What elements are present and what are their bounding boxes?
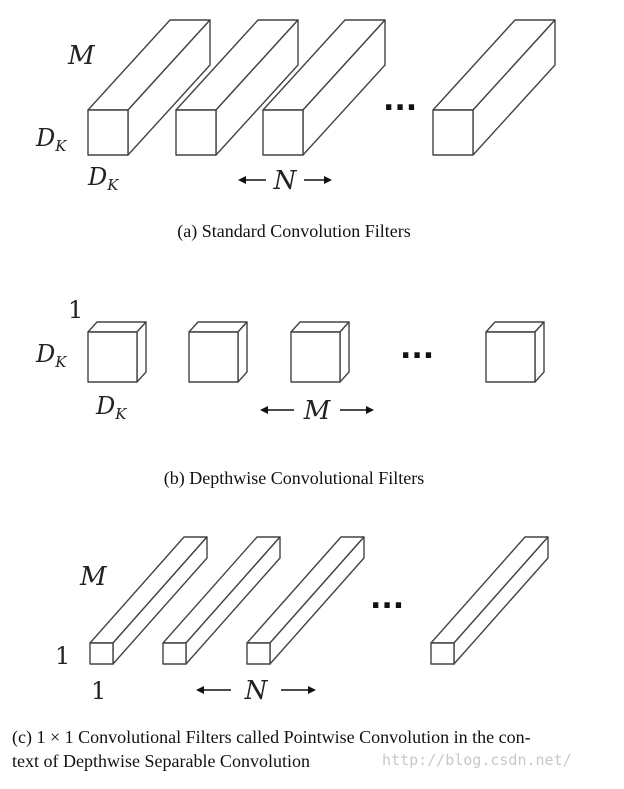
watermark: http://blog.csdn.net/ xyxy=(382,751,572,769)
depth-label: 1 xyxy=(68,296,83,324)
panel-a: M DK DK ... N (a) Standard Convolution F… xyxy=(35,19,556,242)
depth-label: M xyxy=(79,562,108,592)
filter-cube xyxy=(87,321,147,383)
height-label: 1 xyxy=(55,642,70,670)
filter-cube xyxy=(290,321,350,383)
ellipsis: ... xyxy=(370,581,404,616)
count-label: M xyxy=(303,396,332,426)
width-label: DK xyxy=(95,392,127,423)
panel-c: M 1 1 ... N (c) 1 × 1 Convolutional Filt… xyxy=(12,536,549,771)
width-label: DK xyxy=(87,163,119,194)
caption-a: (a) Standard Convolution Filters xyxy=(177,221,410,242)
filter-prism xyxy=(175,19,299,156)
filter-cube xyxy=(188,321,248,383)
filter-rod xyxy=(89,536,208,665)
panel-b: 1 DK DK ... M (b) Depthwise Convolutiona… xyxy=(35,296,545,489)
filter-rod xyxy=(162,536,281,665)
width-label: 1 xyxy=(91,677,106,705)
count-label: N xyxy=(244,676,269,706)
count-arrow xyxy=(260,406,374,414)
filter-cube xyxy=(485,321,545,383)
count-arrow xyxy=(196,686,316,694)
caption-c-line2: text of Depthwise Separable Convolution xyxy=(12,751,310,771)
depth-label: M xyxy=(67,41,96,71)
height-label: DK xyxy=(35,340,67,371)
filter-prism xyxy=(87,19,211,156)
count-arrow xyxy=(238,176,332,184)
height-label: DK xyxy=(35,124,67,155)
count-label: N xyxy=(273,166,298,196)
filter-prism xyxy=(432,19,556,156)
ellipsis: ... xyxy=(400,331,434,366)
caption-c-line1: (c) 1 × 1 Convolutional Filters called P… xyxy=(12,727,531,748)
filter-rod xyxy=(430,536,549,665)
filter-rod xyxy=(246,536,365,665)
caption-b: (b) Depthwise Convolutional Filters xyxy=(164,468,424,489)
ellipsis: ... xyxy=(383,83,417,118)
filter-prism xyxy=(262,19,386,156)
